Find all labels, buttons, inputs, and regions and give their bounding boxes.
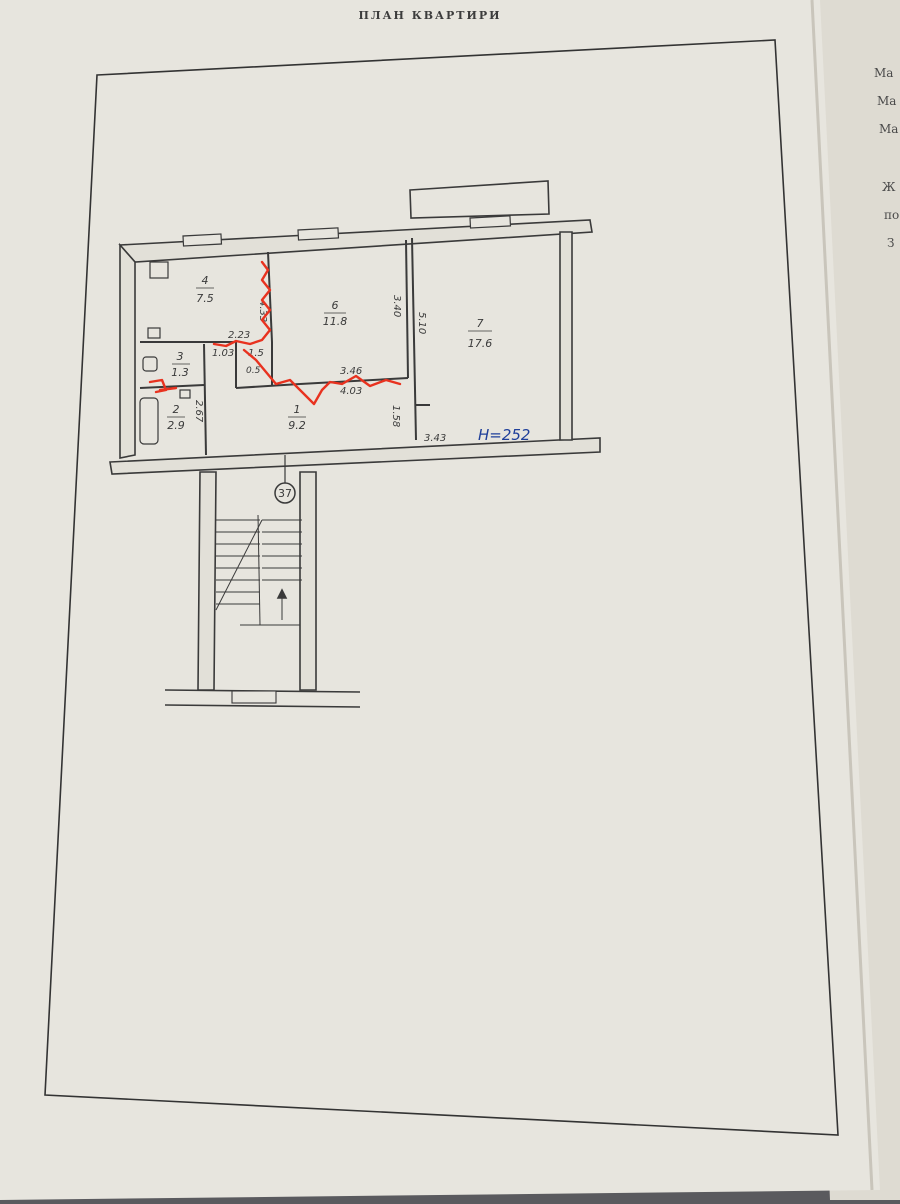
sink-icon bbox=[179, 389, 191, 399]
fixtures bbox=[139, 261, 191, 445]
dimension-label: 3.40 bbox=[391, 295, 402, 317]
dimension-label: 0.5 bbox=[246, 366, 261, 376]
room-labels: 1 9.2 2 2.9 3 1.3 4 7.5 6 11.8 7 17.6 bbox=[167, 274, 492, 432]
windows bbox=[182, 215, 512, 247]
dimension-label: 4.33 bbox=[257, 300, 268, 322]
toilet-icon bbox=[142, 356, 158, 372]
paper-sheet bbox=[0, 0, 880, 1200]
room-area: 7.5 bbox=[196, 292, 214, 305]
dimension-label: 5.10 bbox=[416, 312, 427, 334]
cropped-edge-text: Ж bbox=[882, 180, 896, 194]
bathtub-icon bbox=[139, 397, 159, 445]
dimension-label: 1.58 bbox=[390, 405, 401, 427]
exterior-walls bbox=[109, 180, 601, 475]
dimension-label: 3.46 bbox=[340, 366, 362, 377]
kitchen-sink-icon bbox=[147, 327, 161, 339]
arrow-up-icon bbox=[276, 588, 288, 599]
room-area: 11.8 bbox=[323, 315, 348, 328]
interior-walls bbox=[139, 237, 430, 456]
ceiling-height-note: H=252 bbox=[478, 426, 530, 444]
room-number: 7 bbox=[477, 317, 484, 330]
red-annotation bbox=[148, 260, 402, 406]
drawing-frame bbox=[44, 39, 839, 1136]
room-number: 4 bbox=[202, 274, 209, 287]
dimension-label: 2.67 bbox=[193, 400, 204, 423]
room-area: 2.9 bbox=[167, 419, 185, 432]
paper-fold bbox=[810, 0, 874, 1191]
cropped-edge-text: Ма bbox=[874, 66, 894, 80]
room-area: 1.3 bbox=[171, 366, 189, 379]
cropped-edge-text: по bbox=[884, 208, 900, 222]
cropped-edge-text: Ма bbox=[879, 122, 899, 136]
room-area: 17.6 bbox=[468, 337, 493, 350]
dimension-label: 3.43 bbox=[424, 433, 446, 444]
dimension-label: 1.03 bbox=[212, 348, 234, 359]
dimension-label: 4.03 bbox=[340, 386, 362, 397]
dimension-labels: 4.33 3.40 5.10 2.23 1.03 1.5 0.5 3.46 4.… bbox=[193, 295, 446, 444]
cropped-edge-text: Ма bbox=[877, 94, 897, 108]
room-number: 1 bbox=[294, 403, 301, 416]
room-number: 6 bbox=[332, 299, 339, 312]
room-number: 3 bbox=[177, 350, 184, 363]
cropped-edge-text: З bbox=[887, 236, 895, 250]
dimension-label: 2.23 bbox=[228, 330, 250, 341]
dimension-label: 1.5 bbox=[248, 348, 264, 359]
apartment-number: 37 bbox=[278, 487, 292, 500]
page-title: ПЛАН КВАРТИРИ bbox=[358, 9, 502, 22]
stairwell bbox=[164, 471, 361, 708]
stove-icon bbox=[149, 261, 169, 279]
room-number: 2 bbox=[173, 403, 180, 416]
room-area: 9.2 bbox=[288, 419, 306, 432]
